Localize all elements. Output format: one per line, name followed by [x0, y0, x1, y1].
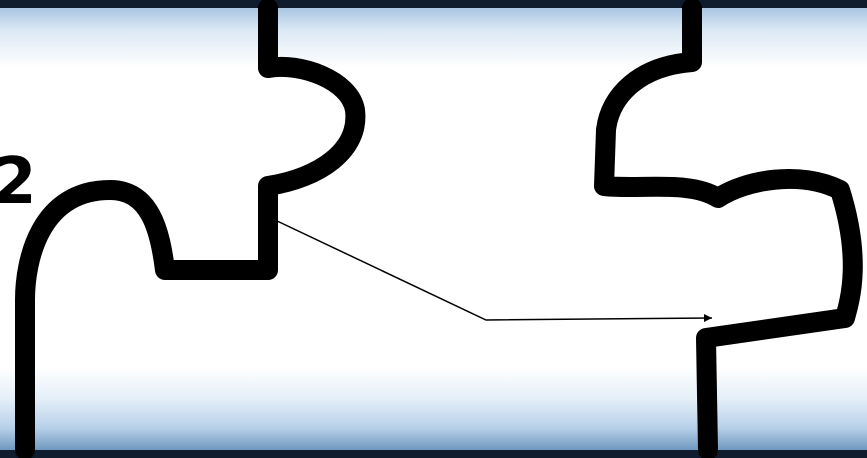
right-puzzle-piece [604, 8, 853, 450]
connector-line [275, 220, 712, 320]
left-puzzle-piece [25, 8, 355, 450]
connector-arrowhead [704, 314, 712, 322]
